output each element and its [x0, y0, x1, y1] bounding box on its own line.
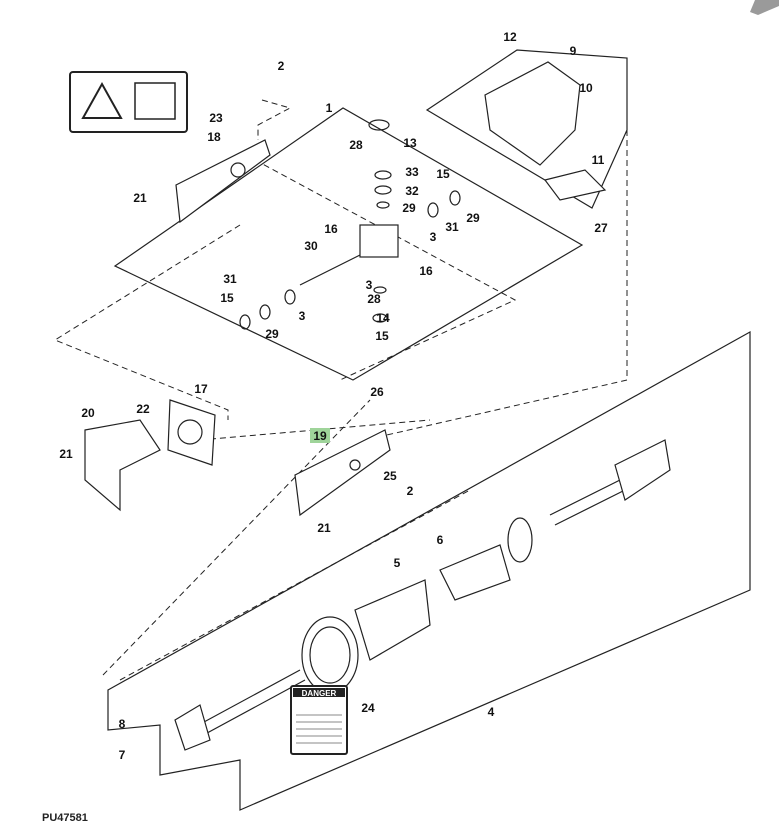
callout-29[interactable]: 29 — [265, 327, 279, 341]
callout-24[interactable]: 24 — [361, 701, 375, 715]
callout-33[interactable]: 33 — [405, 165, 419, 179]
reference-id: PU47581 — [42, 812, 88, 824]
callout-30[interactable]: 30 — [304, 239, 318, 253]
danger-heading: DANGER — [302, 689, 337, 698]
callout-1[interactable]: 1 — [326, 101, 333, 115]
callout-2[interactable]: 2 — [278, 59, 285, 73]
callout-3[interactable]: 3 — [366, 278, 373, 292]
callout-31[interactable]: 31 — [445, 220, 459, 234]
callout-28[interactable]: 28 — [349, 138, 363, 152]
callout-27[interactable]: 27 — [594, 221, 608, 235]
callout-17[interactable]: 17 — [194, 382, 208, 396]
callout-13[interactable]: 13 — [403, 136, 417, 150]
decal-23 — [69, 71, 188, 133]
callout-8[interactable]: 8 — [119, 717, 126, 731]
driveline-shaft — [174, 439, 671, 751]
callout-29[interactable]: 29 — [402, 201, 416, 215]
part-18-bracket — [175, 139, 271, 224]
gearbox-group-outline — [113, 107, 584, 381]
driveline-group-outline — [107, 330, 751, 811]
callout-18[interactable]: 18 — [207, 130, 221, 144]
part-11 — [543, 169, 607, 201]
callout-28[interactable]: 28 — [367, 292, 381, 306]
callout-6[interactable]: 6 — [437, 533, 444, 547]
callout-16[interactable]: 16 — [324, 222, 338, 236]
part-17-plate — [167, 399, 216, 466]
callout-15[interactable]: 15 — [220, 291, 234, 305]
callout-12[interactable]: 12 — [503, 30, 517, 44]
callout-16[interactable]: 16 — [419, 264, 433, 278]
part-19-bracket — [294, 429, 391, 517]
callout-29[interactable]: 29 — [466, 211, 480, 225]
callout-22[interactable]: 22 — [136, 402, 150, 416]
callout-26[interactable]: 26 — [370, 385, 384, 399]
callout-7[interactable]: 7 — [119, 748, 126, 762]
part-9-shield — [484, 61, 581, 166]
callout-14[interactable]: 14 — [376, 311, 390, 325]
callout-21[interactable]: 21 — [317, 521, 331, 535]
callout-3[interactable]: 3 — [430, 230, 437, 244]
callout-10[interactable]: 10 — [579, 81, 593, 95]
callout-2[interactable]: 2 — [407, 484, 414, 498]
callout-highlight — [310, 428, 330, 443]
callout-9[interactable]: 9 — [570, 44, 577, 58]
callout-19[interactable]: 19 — [313, 429, 327, 443]
callout-31[interactable]: 31 — [223, 272, 237, 286]
callout-4[interactable]: 4 — [488, 705, 495, 719]
callout-11[interactable]: 11 — [592, 153, 605, 167]
callout-15[interactable]: 15 — [436, 167, 450, 181]
callout-15[interactable]: 15 — [375, 329, 389, 343]
callout-5[interactable]: 5 — [394, 556, 401, 570]
callout-3[interactable]: 3 — [299, 309, 306, 323]
decal-24-danger: DANGER — [290, 685, 348, 755]
corner-arrow-icon[interactable] — [750, 0, 779, 15]
callout-32[interactable]: 32 — [405, 184, 419, 198]
callout-21[interactable]: 21 — [133, 191, 147, 205]
gearbox — [359, 224, 399, 258]
callout-23[interactable]: 23 — [209, 111, 223, 125]
callout-21[interactable]: 21 — [59, 447, 73, 461]
callout-20[interactable]: 20 — [81, 406, 95, 420]
part-20-guard — [84, 419, 161, 512]
callout-25[interactable]: 25 — [383, 469, 397, 483]
